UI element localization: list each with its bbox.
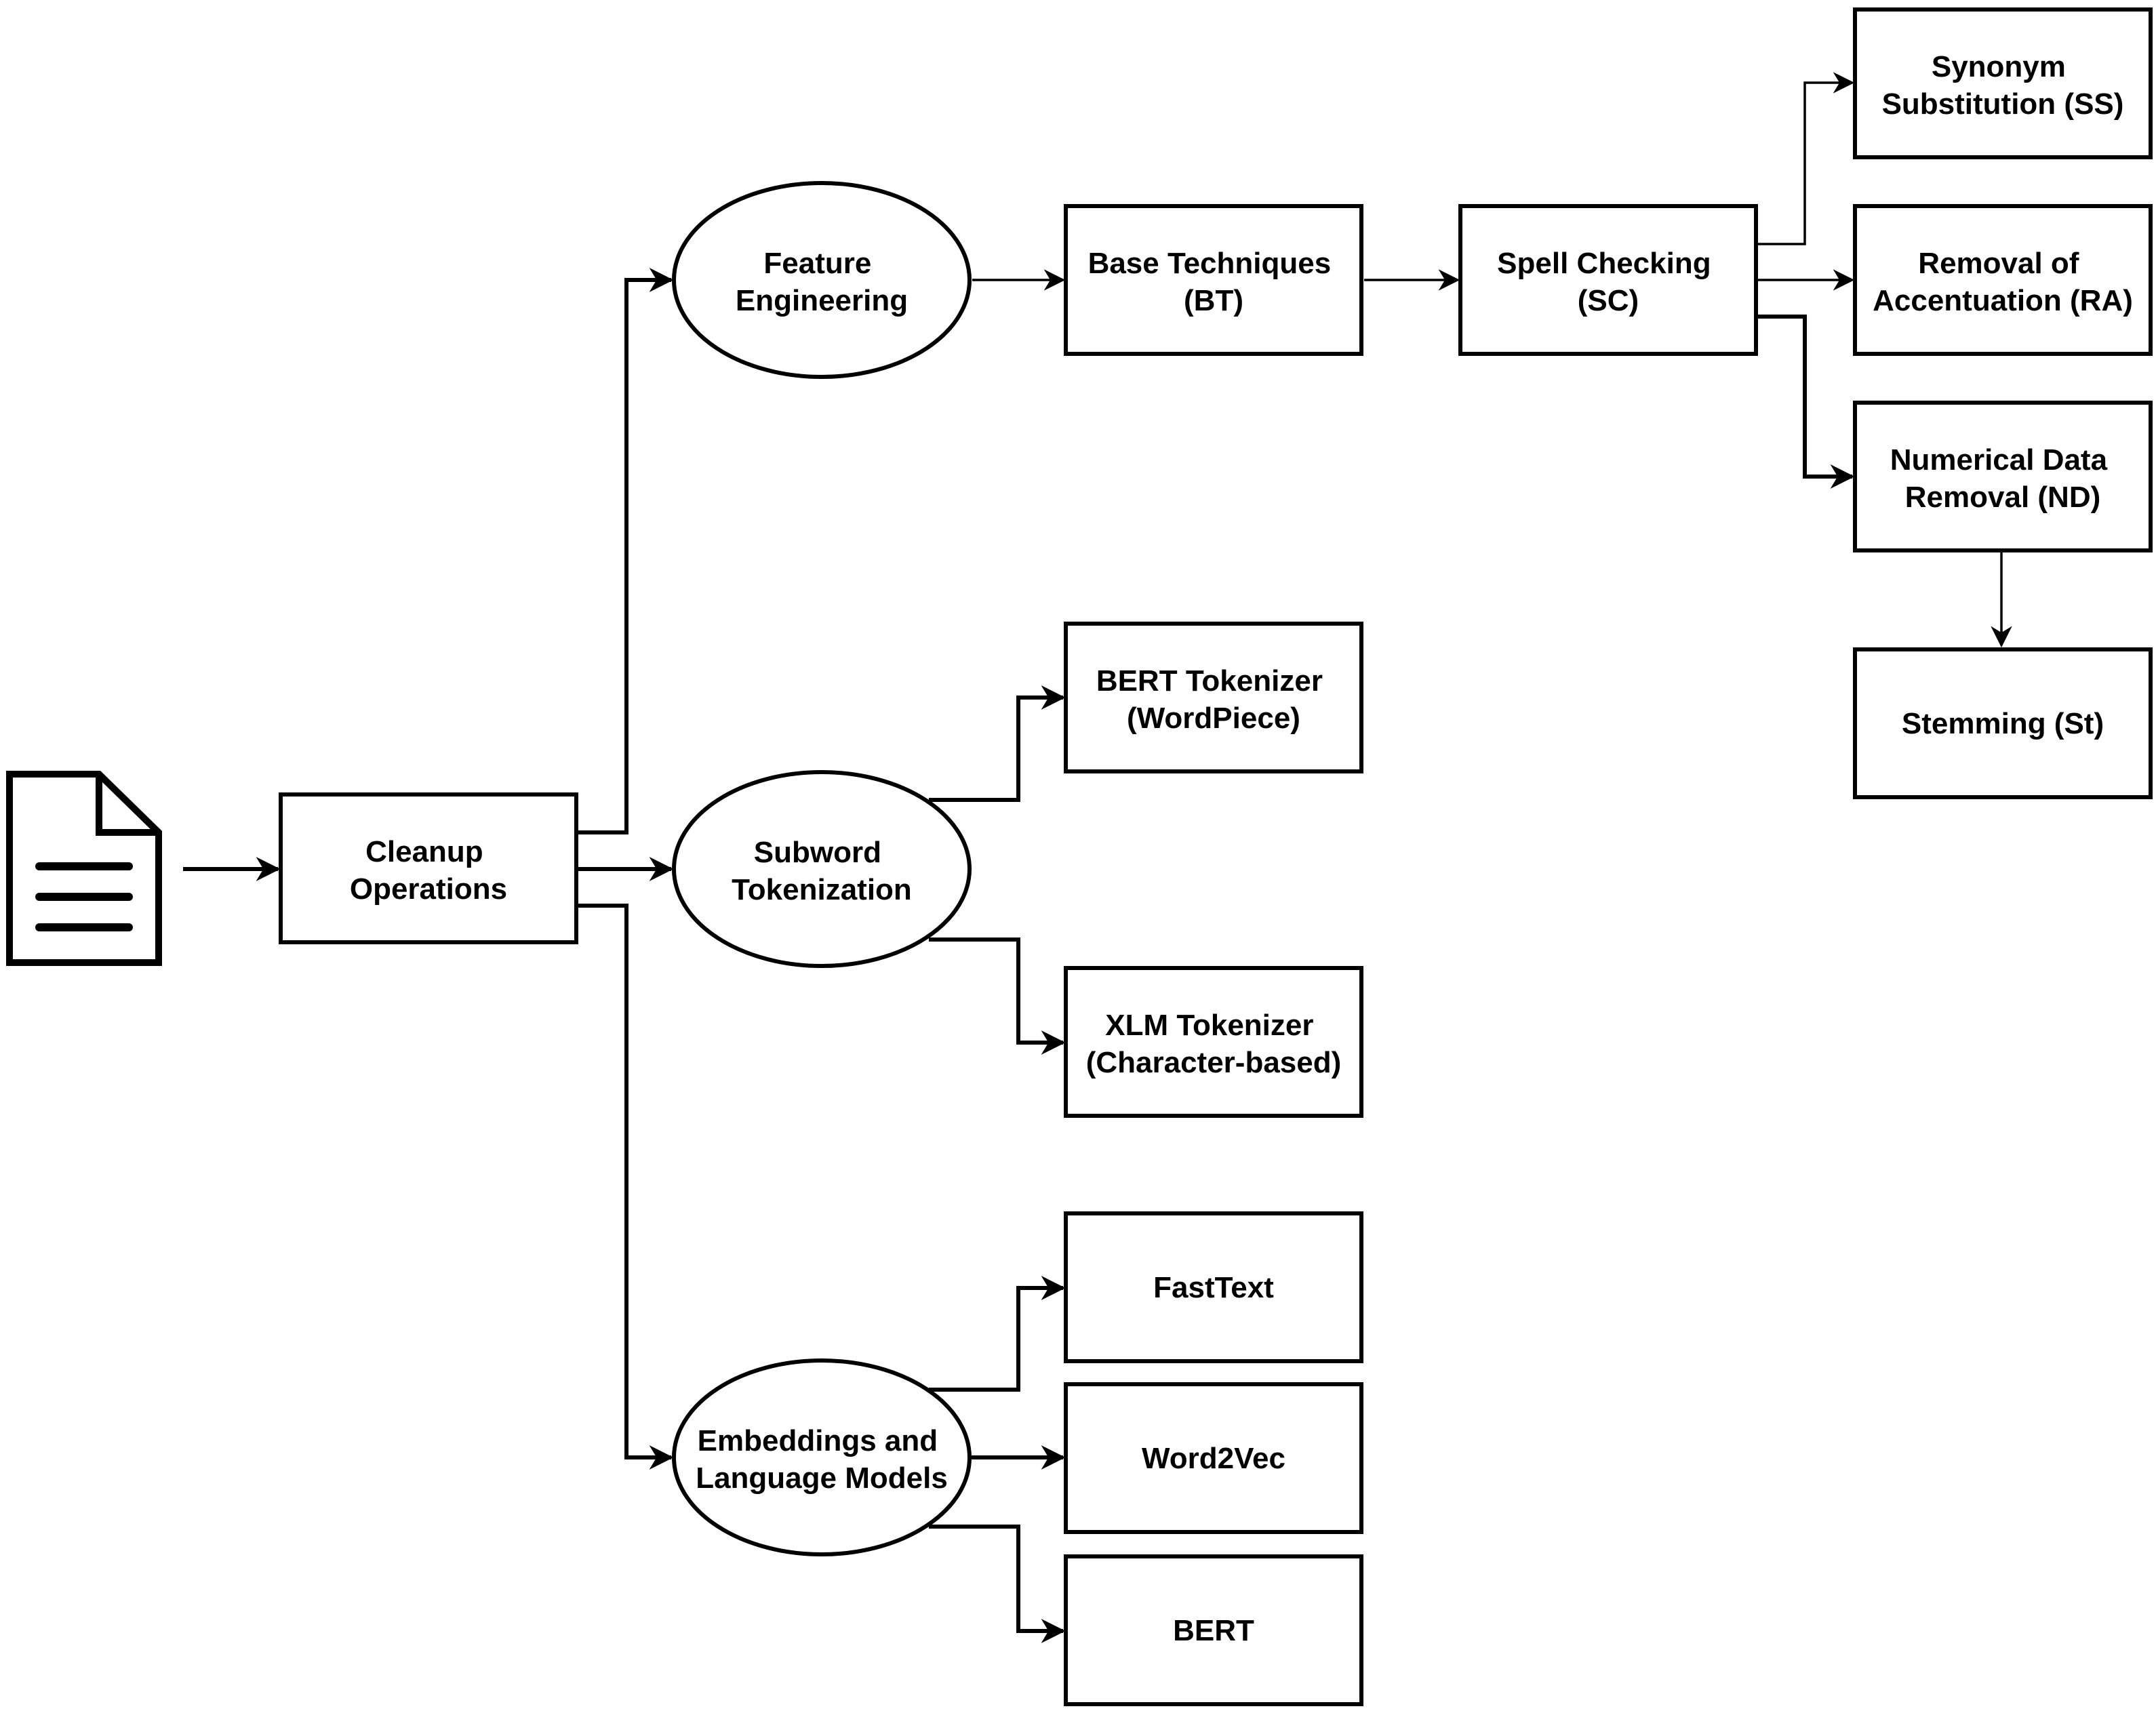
svg-text:Numerical Data Removal (: Numerical Data Removal (ND) — [1890, 443, 2116, 514]
fasttext-label: FastText — [1153, 1271, 1274, 1304]
base-label-line-1: Base Techniques — [1088, 247, 1332, 280]
node-xlm-tokenizer: XLM Tokenizer (Character-based) — [1064, 966, 1363, 1118]
numerical-label-line-1: Numerical Data — [1890, 443, 2108, 477]
svg-text:Stemming (St): Stemming (St) — [1902, 707, 2104, 740]
subword-label-line-2: Tokenization — [732, 873, 912, 906]
embeddings-label-line-2: Language Models — [696, 1462, 948, 1495]
node-word2vec: Word2Vec — [1064, 1382, 1363, 1534]
edges — [183, 72, 2012, 1643]
edge-subword-to-bert-tokenizer — [929, 685, 1066, 802]
node-bert: BERT — [1064, 1554, 1363, 1706]
accent-label-line-2: Accentuation (RA) — [1873, 284, 2133, 317]
svg-text:BERT: BERT — [1173, 1614, 1254, 1647]
svg-text:BERT Tokenizer (WordPiec: BERT Tokenizer (WordPiece) — [1096, 664, 1331, 735]
xlm-tokenizer-label-line-1: XLM Tokenizer — [1105, 1009, 1313, 1042]
bert-label: BERT — [1173, 1614, 1254, 1647]
word2vec-label: Word2Vec — [1142, 1442, 1285, 1475]
svg-text:Feature Engineering: Feature Engineering — [736, 247, 908, 317]
xlm-tokenizer-label-line-2: (Character-based) — [1086, 1046, 1342, 1079]
svg-text:Removal of Accentuation: Removal of Accentuation (RA) — [1873, 247, 2133, 317]
feature-label-line-1: Feature — [763, 247, 871, 280]
edge-cleanup-to-embeddings — [578, 904, 674, 1470]
embeddings-label-line-1: Embeddings and — [698, 1424, 938, 1457]
synonym-label-line-2: Substitution (SS) — [1882, 87, 2124, 121]
edge-spell-to-synonym — [1757, 72, 1855, 245]
node-cleanup-operations: Cleanup Operations — [279, 792, 578, 944]
svg-text:Synonym Substitution (SS: Synonym Substitution (SS) — [1882, 50, 2124, 121]
bert-tokenizer-label-line-2: (WordPiece) — [1127, 702, 1300, 735]
node-embeddings-language-models: Embeddings and Language Models — [672, 1358, 972, 1556]
stemming-label: Stemming (St) — [1902, 707, 2104, 740]
svg-text:Cleanup Operations: Cleanup Operations — [350, 835, 507, 906]
svg-text:Base Techniques (BT): Base Techniques (BT) — [1088, 247, 1340, 317]
cleanup-label-line-2: Operations — [350, 872, 507, 906]
node-feature-engineering: Feature Engineering — [672, 181, 972, 379]
node-spell-checking: Spell Checking (SC) — [1458, 204, 1758, 356]
svg-text:Word2Vec: Word2Vec — [1142, 1442, 1285, 1475]
node-numerical-data-removal: Numerical Data Removal (ND) — [1853, 401, 2153, 552]
svg-text:FastText: FastText — [1153, 1271, 1274, 1304]
svg-text:Embeddings and Language: Embeddings and Language Models — [696, 1424, 948, 1495]
edge-embeddings-to-fasttext — [929, 1276, 1066, 1392]
edge-cleanup-to-feature — [578, 268, 674, 834]
node-removal-of-accentuation: Removal of Accentuation (RA) — [1853, 204, 2153, 356]
feature-label-line-2: Engineering — [736, 284, 908, 317]
edge-embeddings-to-bert — [929, 1525, 1066, 1643]
node-base-techniques: Base Techniques (BT) — [1064, 204, 1363, 356]
node-fasttext: FastText — [1064, 1211, 1363, 1363]
bert-tokenizer-label-line-1: BERT Tokenizer — [1096, 664, 1323, 698]
edge-spell-to-numerical — [1757, 315, 1855, 489]
accent-label-line-1: Removal of — [1918, 247, 2079, 280]
node-subword-tokenization: Subword Tokenization — [672, 770, 972, 968]
node-stemming: Stemming (St) — [1853, 647, 2153, 799]
node-synonym-substitution: Synonym Substitution (SS) — [1853, 7, 2153, 159]
cleanup-label-line-1: Cleanup — [365, 835, 483, 868]
document-icon — [6, 771, 162, 966]
subword-label-line-1: Subword — [754, 836, 881, 869]
spell-label-line-1: Spell Checking — [1497, 247, 1711, 280]
synonym-label-line-1: Synonym — [1932, 50, 2066, 83]
base-label-line-2: (BT) — [1184, 284, 1243, 317]
svg-text:Spell Checking (SC): Spell Checking (SC) — [1497, 247, 1719, 317]
svg-text:XLM Tokenizer (Character: XLM Tokenizer (Character-based) — [1086, 1009, 1342, 1079]
node-bert-tokenizer: BERT Tokenizer (WordPiece) — [1064, 622, 1363, 773]
numerical-label-line-2: Removal (ND) — [1905, 481, 2101, 514]
edge-subword-to-xlm-tokenizer — [929, 938, 1066, 1055]
spell-label-line-2: (SC) — [1578, 284, 1639, 317]
svg-text:Subword Tokenization: Subword Tokenization — [732, 836, 912, 906]
